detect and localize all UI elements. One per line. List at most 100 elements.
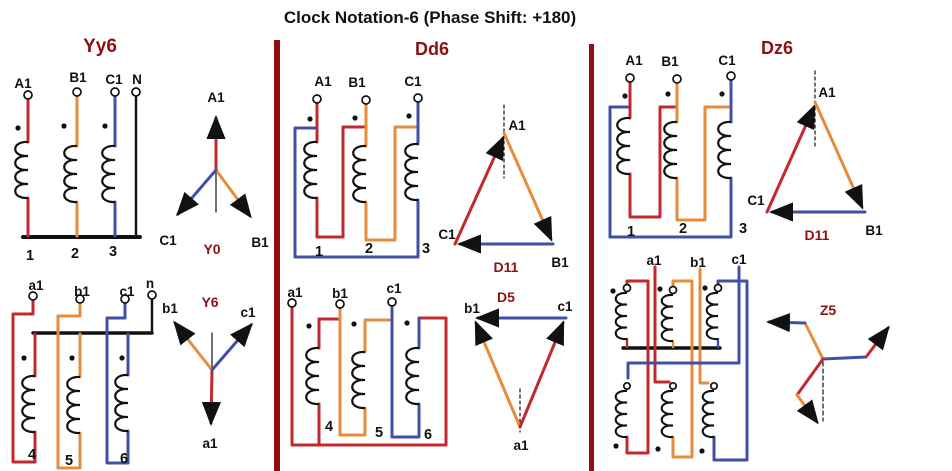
coil-number: 3 [109,244,117,260]
phasor-group-label: Y6 [201,294,218,310]
polarity-dot [657,286,663,292]
phasor-label-a: a1 [202,436,218,451]
coil-6 [114,373,130,433]
terminal-label: N [132,72,142,87]
polarity-dot [665,91,671,97]
phasor-label-b: b1 [464,301,480,316]
phasor-label-a: a1 [513,438,529,453]
terminal-label: a1 [28,278,44,293]
terminal-c-lead [626,265,741,380]
phasor-seg-a1 [864,325,890,359]
polarity-dot [306,323,312,329]
terminal-label: B1 [348,75,366,90]
terminal-label: b1 [332,286,348,301]
coil-bottom-2 [660,389,675,439]
coil-number: 1 [315,244,323,260]
terminal-circle [72,87,82,97]
phasor-label-b: B1 [865,223,883,238]
coil-number: 6 [424,427,432,443]
terminal-circle [120,294,130,304]
junction-circle [709,381,719,391]
phasor-vector-a [765,104,816,214]
dd6-secondary-winding: a1 b1 c1 4 5 6 [287,281,448,447]
polarity-dot [21,355,27,361]
phasor-seg-c2 [821,355,868,361]
terminal-circle [131,87,141,97]
dz6-primary-winding: A1 B1 C1 1 2 3 [608,53,747,240]
dz6-secondary-phasor-z5: Z5 [766,302,890,425]
terminal-label: b1 [690,255,706,270]
phasor-vector-b [813,100,864,210]
phasor-vector-a [453,135,505,246]
phasor-seg-a2 [795,357,825,397]
section-header-yy6: Yy6 [83,36,117,57]
coil-3 [101,144,117,204]
terminal-circle [312,94,322,104]
phase-b-wire [56,301,82,470]
phase-a-wire [11,298,37,464]
polarity-dot [351,321,357,327]
terminal-label: c1 [731,252,747,267]
terminal-label: B1 [661,54,679,69]
coil-2 [63,144,79,204]
polarity-dot [406,113,412,119]
coil-number: 2 [679,221,687,237]
yy6-primary-phasor-y0: A1 B1 C1 Y0 [159,90,269,257]
dd6-secondary-phasor-d5: b1 c1 a1 D5 [464,289,573,453]
terminal-b-lead [698,267,710,385]
section-yy6: Yy6 A1 B1 C1 N 1 2 3 [11,36,269,470]
divider-1 [274,40,280,471]
coil-2 [352,144,368,204]
phasor-vector-b [214,168,252,219]
section-dd6: Dd6 A1 B1 C1 1 2 3 [287,39,573,453]
coil-5 [66,375,82,435]
phasor-label-a: A1 [818,85,836,100]
phase-b-wire [675,81,731,222]
polarity-dot [702,285,708,291]
phase-c-wire [105,301,130,465]
phasor-vector-a [201,368,221,426]
terminal-label: C1 [105,72,123,87]
coil-3 [717,120,733,180]
phasor-label-c: C1 [159,233,177,248]
phasor-seg-b2 [795,393,819,425]
coil-top-2 [660,293,675,343]
terminal-label: a1 [287,285,303,300]
coil-number: 1 [26,248,34,264]
phasor-vector-c [176,168,218,217]
terminal-label: A1 [14,76,32,91]
phasor-group-label: D11 [494,259,519,275]
polarity-dot [307,116,313,122]
dd6-primary-phasor-d11: A1 B1 C1 D11 [438,104,569,275]
polarity-dot [610,288,616,294]
section-header-dz6: Dz6 [761,38,793,58]
coil-number: 3 [739,221,747,237]
phase-a-wire [315,101,366,239]
phase-c-wire [608,78,733,239]
terminal-circle [672,74,682,84]
terminal-label: b1 [74,284,90,299]
coil-bottom-1 [614,389,629,439]
polarity-dot [352,115,358,121]
terminal-circle [110,87,120,97]
polarity-dot [622,93,628,99]
dd6-primary-winding: A1 B1 C1 1 2 3 [293,74,430,260]
junction-circle [668,381,678,391]
polarity-dot [61,123,67,129]
phase-c-wire [390,304,421,439]
coil-number: 4 [325,419,333,435]
phasor-label-a: A1 [207,90,225,105]
coil-bottom-3 [701,389,716,439]
terminal-circle [668,285,678,295]
yy6-secondary-phasor-y6: a1 b1 c1 Y6 [162,294,256,451]
coil-top-1 [614,291,629,341]
coil-number: 5 [65,453,73,469]
coil-1 [14,140,30,200]
phase-a-wire [628,80,678,219]
coil-1 [616,116,632,176]
terminal-circle [726,71,736,81]
terminal-circle [361,95,371,105]
polarity-dot [655,446,661,452]
coil-number: 1 [627,224,635,240]
